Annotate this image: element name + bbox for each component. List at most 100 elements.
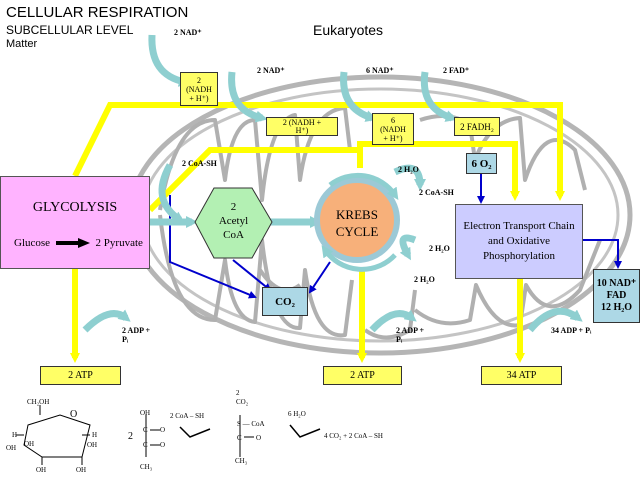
teal-coash-in <box>158 163 185 224</box>
electron-transport-chain-box: Electron Transport Chain and Oxidative P… <box>455 204 583 279</box>
adp-glycolysis-label: 2 ADP + Pᵢ <box>122 326 150 344</box>
fadh2-box: 2 FADH₂ <box>454 117 500 136</box>
pyruvate-c2: C <box>143 441 148 449</box>
etc-line1: Electron Transport Chain <box>463 220 575 232</box>
etc-line2: and Oxidative <box>487 235 550 247</box>
acetyl-ch3: CH₃ <box>235 457 248 465</box>
pyruvate-label: 2 Pyruvate <box>95 237 143 249</box>
coash-in-label: 2 CoA-SH <box>182 159 217 168</box>
acetyl-coa-structure <box>239 415 254 457</box>
nad-acetyl-label: 2 NAD⁺ <box>257 66 285 75</box>
adp-etc-label: 34 ADP + Pᵢ <box>551 326 592 335</box>
right-arrow-icon <box>55 238 90 249</box>
h2o-c-label: 2 H₂O <box>414 275 435 284</box>
ring-oh-4: OH <box>36 466 47 474</box>
blue-glycolysis-to-co2 <box>169 195 257 299</box>
adp-krebs-label: 2 ADP + Pᵢ <box>396 326 424 344</box>
blue-krebs-to-co2 <box>308 261 331 294</box>
nadh-krebs-line3: + H⁺) <box>383 133 403 143</box>
nadh-glycolysis-box: 2 (NADH + H⁺) <box>180 72 218 106</box>
h2o-a-label: 2 H₂O <box>398 165 419 174</box>
etc-output-box: 10 NAD⁺ FAD 12 H₂O <box>593 269 640 323</box>
blue-etc-to-nad <box>583 239 622 269</box>
fad-label: 2 FAD⁺ <box>443 66 470 75</box>
h2o-reactant-label: 6 H₂O <box>288 410 306 418</box>
krebs-cycle-circle <box>314 177 400 263</box>
acetyl-o: O <box>256 434 262 442</box>
acetyl-coa-label: 2 Acetyl CoA <box>195 200 272 242</box>
teal-nad-krebs <box>340 71 378 122</box>
etc-output-nad: 10 NAD⁺ <box>596 278 637 289</box>
nadh-krebs-count: 6 <box>391 115 395 125</box>
yellow-flow-lines <box>70 102 565 363</box>
glycolysis-title: GLYCOLYSIS <box>32 200 118 215</box>
adp-glycolysis-line2: Pᵢ <box>122 335 129 344</box>
glycolysis-equation: Glucose 2 Pyruvate <box>14 237 143 249</box>
nadh-glycolysis-line2: (NADH <box>186 84 212 94</box>
ring-oh-1: OH <box>24 440 35 448</box>
ring-oh-2: OH <box>87 441 98 449</box>
coash-reactant-label: 2 CoA – SH <box>170 412 205 420</box>
blue-flow-lines <box>169 174 622 299</box>
ring-oh-5: OH <box>76 466 87 474</box>
teal-adp-etc <box>527 307 583 333</box>
teal-h2o-a <box>393 164 426 191</box>
o2-box: 6 O₂ <box>466 153 497 174</box>
pyruvate-c1: C <box>143 426 148 434</box>
acetyl-coa-hexagon <box>194 187 273 259</box>
atp-etc-box: 34 ATP <box>481 366 562 385</box>
reaction-arrow-1 <box>179 426 211 438</box>
coash-out-label: 2 CoA-SH <box>419 188 454 197</box>
nadh-acetyl-line2: H⁺) <box>295 125 309 135</box>
ring-h-2: H <box>92 431 98 439</box>
etc-line3: Phosphorylation <box>482 250 556 262</box>
teal-nad-acetyl <box>228 71 268 123</box>
etc-output-water: 12 H₂O <box>600 302 633 313</box>
krebs-cycle-arrow <box>328 172 399 200</box>
nad-top-label: 2 NAD⁺ <box>174 28 202 37</box>
ring-oxygen-label: O <box>70 409 78 420</box>
glucose-ring <box>16 405 91 465</box>
nadh-glycolysis-count: 2 <box>197 75 201 85</box>
page-title: CELLULAR RESPIRATION <box>6 4 189 21</box>
acetyl-co2-label: CO₂ <box>236 398 249 406</box>
teal-curved-arrows <box>82 34 583 333</box>
nadh-glycolysis-line3: + H⁺) <box>189 93 209 103</box>
organism-label: Eukaryotes <box>313 22 384 38</box>
pyruvate-ch3: CH₃ <box>140 463 153 471</box>
page-category: Matter <box>6 38 38 50</box>
teal-h2o-b <box>399 234 417 261</box>
page-subtitle: SUBCELLULAR LEVEL <box>6 23 134 37</box>
blue-acetyl-to-co2 <box>232 259 272 292</box>
yellow-glycolysis-to-etc <box>72 102 565 201</box>
pyruvate-structure <box>145 415 160 457</box>
ring-oh-3: OH <box>6 444 17 452</box>
nadh-acetyl-line1: 2 (NADH + <box>282 117 322 127</box>
glycolysis-box <box>0 176 150 269</box>
etc-output-fad: FAD <box>606 290 627 301</box>
nadh-krebs-box: 6 (NADH + H⁺) <box>372 113 414 145</box>
glucose-label: Glucose <box>14 237 51 249</box>
acetyl-co2-coefficient: 2 <box>236 389 240 397</box>
adp-krebs-line1: 2 ADP + <box>396 326 425 335</box>
teal-adp-glyc <box>82 309 131 333</box>
reaction-arrow-2 <box>289 424 321 438</box>
adp-krebs-line2: Pᵢ <box>396 335 403 344</box>
krebs-line2: CYCLE <box>335 224 379 239</box>
nadh-acetyl-box: 2 (NADH + H⁺) <box>266 117 338 136</box>
atp-krebs-box: 2 ATP <box>323 366 402 385</box>
krebs-cycle-arrow-2 <box>321 245 397 272</box>
acetyl-coa-line3: CoA <box>223 229 244 241</box>
pyruvate-oh: OH <box>140 409 151 417</box>
pyruvate-coefficient: 2 <box>128 431 133 442</box>
nadh-krebs-line2: (NADH <box>380 124 406 134</box>
krebs-line1: KREBS <box>336 207 378 222</box>
co2-box: CO₂ <box>262 287 308 316</box>
adp-glycolysis-line1: 2 ADP + <box>122 326 151 335</box>
ch2oh-label: CH₂OH <box>27 398 50 406</box>
teal-nad-top <box>148 34 191 87</box>
nad-krebs-label: 6 NAD⁺ <box>366 66 394 75</box>
